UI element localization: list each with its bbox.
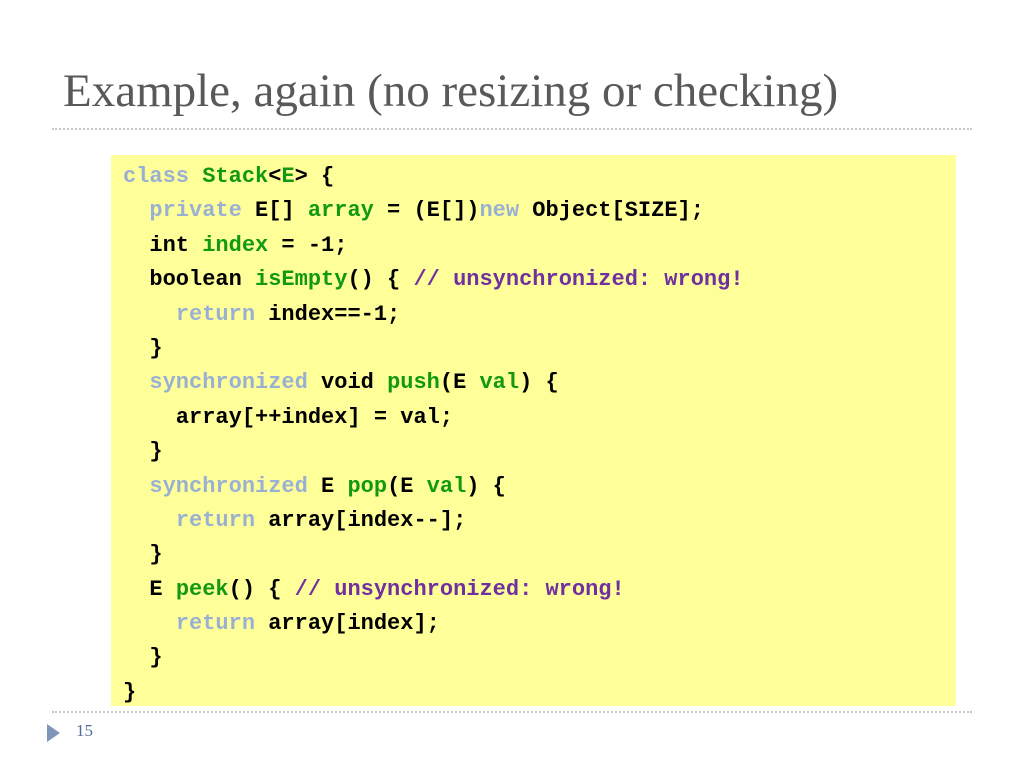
code-token: } — [123, 679, 137, 705]
code-token: synchronized — [149, 473, 322, 499]
code-token: E — [281, 164, 295, 189]
code-line: return array[index]; — [123, 607, 956, 641]
code-token: boolean — [123, 267, 256, 293]
code-token: // unsynchronized: wrong! — [294, 576, 625, 602]
slide-title: Example, again (no resizing or checking) — [63, 65, 839, 117]
code-token: () { — [347, 267, 414, 293]
triangle-bullet-icon — [47, 724, 60, 742]
code-token: E — [321, 473, 348, 499]
code-line: } — [123, 538, 956, 572]
code-line: int index = -1; — [123, 229, 956, 263]
code-token — [123, 611, 176, 636]
code-token: } — [123, 645, 163, 671]
code-token — [123, 508, 176, 533]
code-token: int — [123, 232, 203, 258]
code-block: class Stack<E> { private E[] array = (E[… — [111, 155, 956, 706]
code-token: val — [479, 370, 520, 396]
code-token: E — [123, 576, 176, 602]
code-line: } — [123, 676, 956, 710]
code-token: > { — [294, 164, 335, 189]
code-line: class Stack<E> { — [123, 160, 956, 194]
code-token: return — [175, 507, 269, 533]
code-token: index — [202, 232, 269, 258]
code-line: E peek() { // unsynchronized: wrong! — [123, 573, 956, 607]
code-line: } — [123, 332, 956, 366]
code-token: peek — [175, 576, 229, 602]
code-token — [123, 198, 149, 223]
title-divider — [52, 128, 972, 130]
code-token: } — [123, 542, 163, 568]
code-token: isEmpty — [255, 267, 348, 293]
code-token: array[index]; — [268, 611, 440, 637]
code-token: val — [426, 473, 467, 499]
code-token: (E — [439, 370, 480, 396]
code-line: } — [123, 435, 956, 469]
code-line: synchronized E pop(E val) { — [123, 470, 956, 504]
code-token: Stack — [202, 164, 269, 189]
code-token: () { — [228, 576, 295, 602]
code-token: new — [479, 198, 533, 224]
code-token: array[index--]; — [268, 507, 467, 533]
code-token: } — [123, 439, 163, 465]
slide-number: 15 — [76, 721, 93, 740]
code-token: push — [387, 370, 440, 396]
code-line: } — [123, 641, 956, 675]
code-token: // unsynchronized: wrong! — [413, 267, 744, 293]
code-token: pop — [347, 473, 388, 499]
code-line: private E[] array = (E[])new Object[SIZE… — [123, 194, 956, 228]
code-token: class — [123, 164, 203, 189]
code-line: return index==-1; — [123, 298, 956, 332]
code-token — [123, 474, 149, 499]
code-token: index==-1; — [268, 301, 401, 327]
code-token: = (E[]) — [373, 198, 480, 224]
code-token — [123, 302, 176, 327]
code-line: return array[index--]; — [123, 504, 956, 538]
code-token: (E — [387, 473, 427, 499]
code-token: array[++index] = val; — [123, 404, 454, 430]
code-token: < — [268, 164, 282, 189]
code-token: Object[SIZE]; — [532, 198, 704, 224]
footer-divider — [52, 711, 972, 713]
code-token: } — [123, 335, 163, 361]
code-line: boolean isEmpty() { // unsynchronized: w… — [123, 263, 956, 297]
code-token: synchronized — [149, 370, 322, 396]
code-token: return — [175, 611, 269, 637]
code-token: ) { — [466, 473, 506, 499]
code-line: array[++index] = val; — [123, 401, 956, 435]
code-token: return — [175, 301, 269, 327]
code-token — [123, 370, 149, 395]
code-token: ) { — [519, 370, 559, 396]
code-token: E[] — [255, 198, 308, 224]
code-token: void — [321, 370, 388, 396]
code-token: array — [307, 198, 374, 224]
code-token: = -1; — [268, 232, 348, 258]
code-token: private — [149, 198, 256, 224]
code-line: synchronized void push(E val) { — [123, 366, 956, 400]
